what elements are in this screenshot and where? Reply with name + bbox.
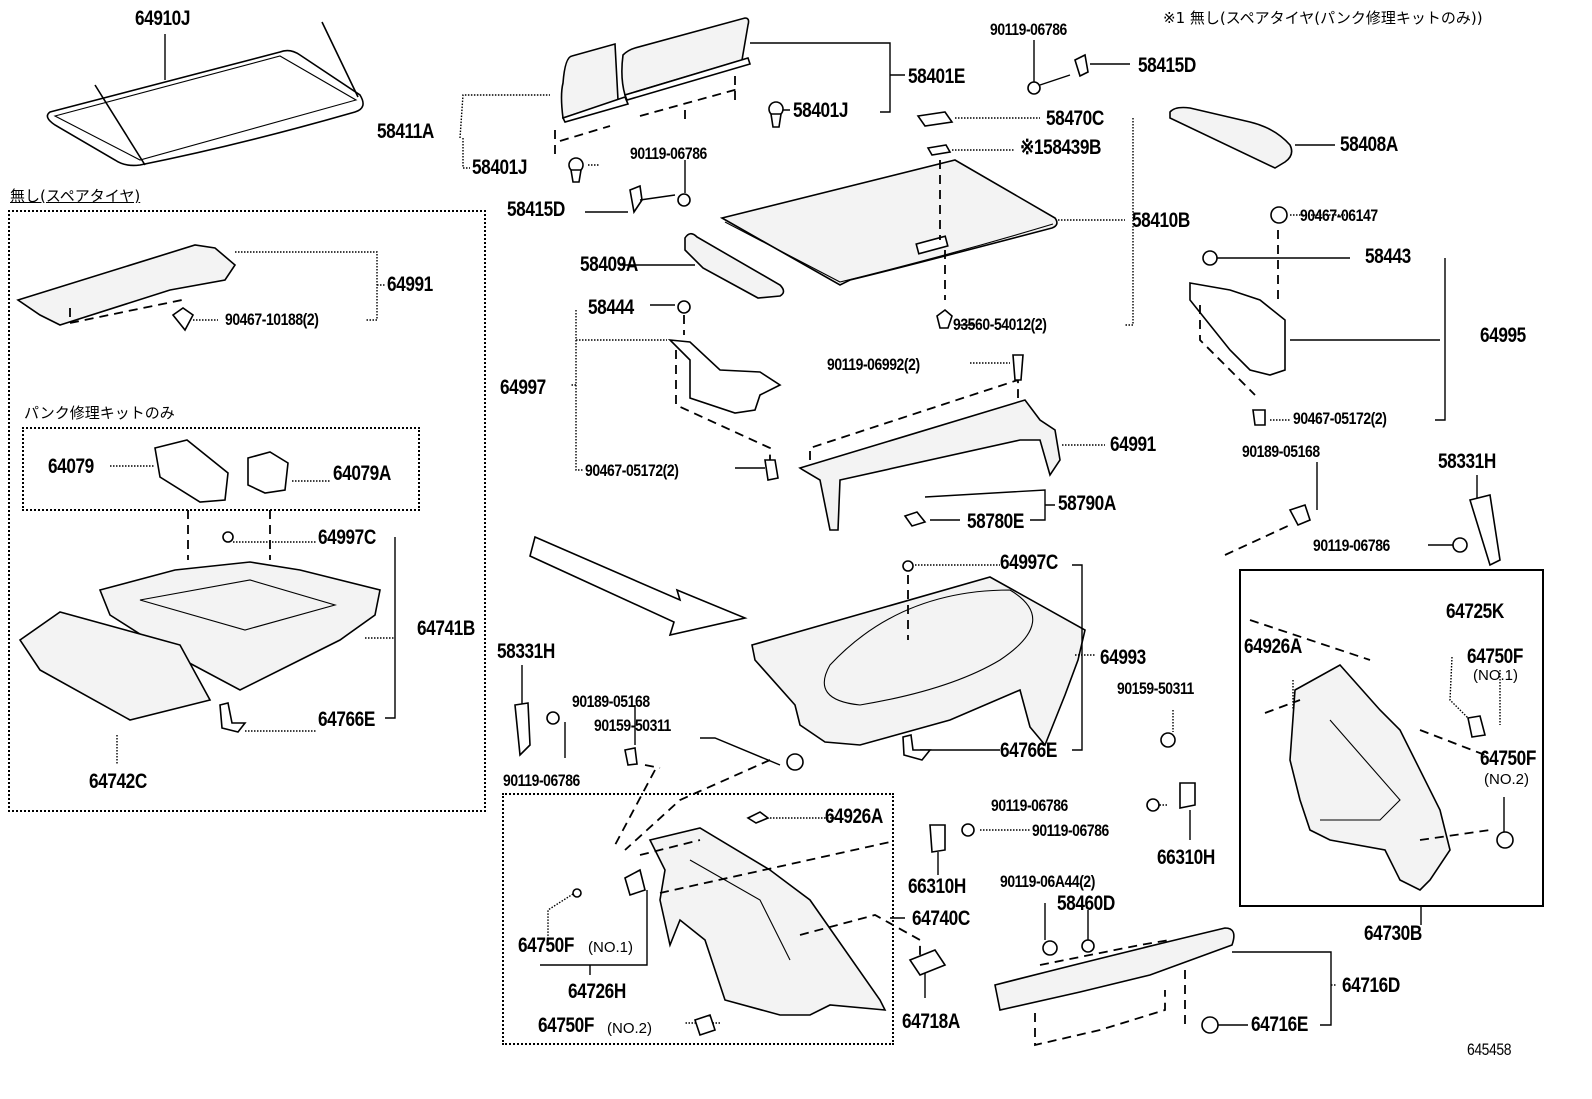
- part-label[interactable]: 90119-06786: [1313, 536, 1390, 555]
- part-label[interactable]: 90467-06147: [1300, 206, 1378, 225]
- part-qualifier: (NO.2): [1484, 771, 1529, 788]
- part-label[interactable]: 58444: [588, 296, 634, 319]
- part-label[interactable]: 58415D: [507, 198, 565, 221]
- bracket-parts-center[interactable]: [908, 823, 1030, 998]
- part-label[interactable]: 58408A: [1340, 133, 1398, 156]
- part-label[interactable]: 64997: [500, 376, 546, 399]
- section-title-no-spare-tire: 無し(スペアタイヤ): [10, 187, 141, 205]
- floor-board-part[interactable]: [719, 111, 1134, 329]
- spare-tire-tub-64993[interactable]: [751, 560, 1095, 761]
- part-label[interactable]: 64991: [387, 273, 433, 296]
- tonneau-cover-part[interactable]: [46, 21, 364, 167]
- trim-58409A[interactable]: [620, 232, 785, 299]
- part-label[interactable]: 64926A: [825, 805, 883, 828]
- tray-64741B[interactable]: [18, 531, 396, 765]
- part-qualifier: (NO.1): [1473, 667, 1518, 684]
- part-label[interactable]: 58470C: [1046, 107, 1104, 130]
- part-label[interactable]: 64995: [1480, 324, 1526, 347]
- figure-number: 645458: [1467, 1040, 1512, 1059]
- part-label[interactable]: 58410B: [1132, 209, 1190, 232]
- part-label[interactable]: 90467-05172(2): [585, 461, 679, 480]
- part-label[interactable]: 64750F: [538, 1014, 594, 1037]
- part-label[interactable]: 64910J: [135, 7, 191, 30]
- beam-64991-center[interactable]: [798, 354, 1105, 531]
- part-label[interactable]: 64766E: [1000, 739, 1057, 762]
- part-label[interactable]: 66310H: [908, 875, 966, 898]
- part-label[interactable]: 64997C: [1000, 551, 1058, 574]
- part-label[interactable]: 90119-06A44(2): [1000, 872, 1096, 891]
- part-label[interactable]: 90467-05172(2): [1293, 409, 1387, 428]
- deck-board-parts[interactable]: [459, 17, 905, 169]
- quarter-trim-64730B[interactable]: [1146, 619, 1514, 925]
- part-label[interactable]: 64926A: [1244, 635, 1302, 658]
- part-label[interactable]: 90119-06786: [503, 771, 580, 790]
- part-label[interactable]: 58460D: [1057, 892, 1115, 915]
- part-label[interactable]: 90159-50311: [594, 716, 671, 735]
- part-label[interactable]: 64741B: [417, 617, 475, 640]
- part-label[interactable]: 90159-50311: [1117, 679, 1194, 698]
- part-label[interactable]: 58443: [1365, 245, 1411, 268]
- part-label[interactable]: 58411A: [377, 120, 434, 143]
- scuff-plate-64716D[interactable]: [994, 903, 1337, 1047]
- section-box-no-spare-tire: [8, 210, 486, 812]
- part-label[interactable]: 64079A: [333, 462, 391, 485]
- part-label[interactable]: 64766E: [318, 708, 375, 731]
- part-label[interactable]: 58415D: [1138, 54, 1196, 77]
- part-label[interactable]: 58401J: [793, 99, 849, 122]
- part-label[interactable]: 64726H: [568, 980, 626, 1003]
- part-label[interactable]: 64993: [1100, 646, 1146, 669]
- section-box-quarter-right: [1239, 569, 1544, 907]
- part-label[interactable]: 64997C: [318, 526, 376, 549]
- left-lower-fasteners: [514, 665, 804, 851]
- part-label[interactable]: 58790A: [1058, 492, 1116, 515]
- right-upper-fasteners: [1224, 462, 1501, 567]
- bin-64995[interactable]: [1189, 206, 1446, 426]
- section-box-quarter-left: [502, 793, 894, 1045]
- part-label[interactable]: 64079: [48, 455, 94, 478]
- part-label[interactable]: 90467-10188(2): [225, 310, 319, 329]
- part-label[interactable]: 90189-05168: [1242, 442, 1320, 461]
- footnote: ※1 無し(スペアタイヤ(パンク修理キットのみ)): [1163, 9, 1483, 27]
- part-label[interactable]: 93560-54012(2): [953, 315, 1047, 334]
- part-label[interactable]: 90119-06786: [991, 796, 1068, 815]
- part-label[interactable]: 58401E: [908, 65, 965, 88]
- beam-64991-left[interactable]: [16, 244, 385, 332]
- part-label[interactable]: 64750F: [1467, 645, 1523, 668]
- part-label[interactable]: 90119-06786: [990, 20, 1067, 39]
- part-label[interactable]: 66310H: [1157, 846, 1215, 869]
- part-label[interactable]: 64725K: [1446, 600, 1504, 623]
- part-label[interactable]: 90189-05168: [572, 692, 650, 711]
- part-label[interactable]: 64740C: [912, 907, 970, 930]
- quarter-trim-64740C[interactable]: [540, 811, 921, 1037]
- part-label[interactable]: 64716E: [1251, 1013, 1308, 1036]
- section-box-puncture-kit: [22, 427, 420, 511]
- part-qualifier: (NO.2): [607, 1020, 652, 1037]
- section-title-puncture-kit: パンク修理キットのみ: [24, 404, 175, 422]
- part-label[interactable]: 90119-06992(2): [827, 355, 920, 374]
- part-label[interactable]: 90119-06786: [630, 144, 707, 163]
- part-label[interactable]: 64742C: [89, 770, 147, 793]
- part-label[interactable]: 64750F: [1480, 747, 1536, 770]
- part-label[interactable]: 58401J: [472, 156, 528, 179]
- part-label[interactable]: 58331H: [1438, 450, 1496, 473]
- part-label[interactable]: 58780E: [967, 510, 1024, 533]
- bracket-64997[interactable]: [570, 300, 782, 481]
- side-trim-58408A[interactable]: [1169, 106, 1335, 169]
- part-label[interactable]: 64716D: [1342, 974, 1400, 997]
- direction-arrow: [529, 535, 748, 637]
- part-label[interactable]: ※158439B: [1020, 136, 1102, 159]
- part-label[interactable]: 90119-06786: [1032, 821, 1109, 840]
- part-label[interactable]: 64750F: [518, 934, 574, 957]
- part-label[interactable]: 64718A: [902, 1010, 960, 1033]
- repair-kit-parts[interactable]: [110, 439, 330, 560]
- part-label[interactable]: 64991: [1110, 433, 1156, 456]
- part-label[interactable]: 58409A: [580, 253, 638, 276]
- part-label[interactable]: 64730B: [1364, 922, 1422, 945]
- part-label[interactable]: 58331H: [497, 640, 555, 663]
- part-qualifier: (NO.1): [588, 939, 633, 956]
